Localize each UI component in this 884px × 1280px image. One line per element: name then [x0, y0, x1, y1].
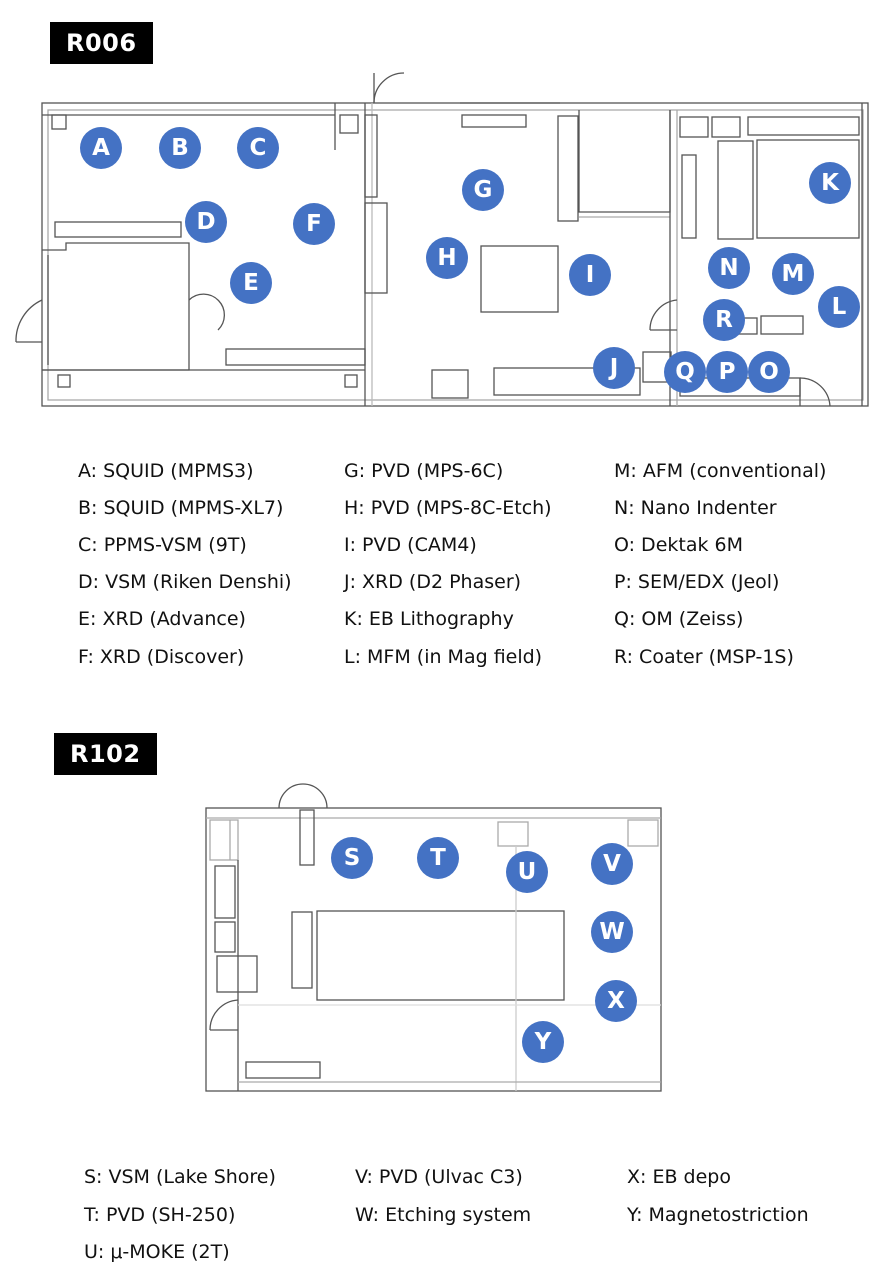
room-label-r006: R006	[50, 22, 153, 64]
svg-text:M: M	[782, 261, 805, 287]
svg-text:Q: Q	[675, 359, 695, 385]
svg-text:T: T	[430, 845, 446, 871]
svg-text:F: F	[306, 211, 322, 237]
marker-b: B	[159, 127, 201, 169]
marker-p: P	[706, 351, 748, 393]
svg-text:S: S	[344, 845, 361, 871]
room-label-r102: R102	[54, 733, 157, 775]
legend-item-b: B: SQUID (MPMS-XL7)	[78, 497, 284, 519]
floor-plan-r102	[205, 783, 662, 1092]
svg-text:R: R	[715, 307, 733, 333]
svg-text:W: W	[599, 919, 624, 945]
marker-i: I	[569, 254, 611, 296]
svg-text:K: K	[821, 170, 840, 196]
legend-item-e: E: XRD (Advance)	[78, 608, 246, 630]
legend-item-r: R: Coater (MSP-1S)	[614, 646, 794, 668]
marker-x: X	[595, 980, 637, 1022]
marker-y: Y	[522, 1021, 564, 1063]
svg-text:I: I	[586, 262, 595, 288]
marker-v: V	[591, 843, 633, 885]
marker-j: J	[593, 347, 635, 389]
svg-text:E: E	[243, 270, 259, 296]
svg-text:X: X	[607, 988, 625, 1014]
svg-text:C: C	[250, 135, 267, 161]
svg-text:A: A	[92, 135, 110, 161]
legend-item-d: D: VSM (Riken Denshi)	[78, 571, 292, 593]
svg-text:Y: Y	[534, 1029, 552, 1055]
marker-l: L	[818, 286, 860, 328]
svg-text:V: V	[603, 851, 621, 877]
legend-item-n: N: Nano Indenter	[614, 497, 777, 519]
legend-item-p: P: SEM/EDX (Jeol)	[614, 571, 780, 593]
legend-item-q: Q: OM (Zeiss)	[614, 608, 744, 630]
marker-f: F	[293, 203, 335, 245]
svg-text:L: L	[832, 294, 847, 320]
marker-h: H	[426, 237, 468, 279]
legend-item-l: L: MFM (in Mag field)	[344, 646, 543, 668]
svg-text:P: P	[719, 359, 736, 385]
svg-text:B: B	[171, 135, 189, 161]
legend-item-g: G: PVD (MPS-6C)	[344, 460, 504, 482]
marker-g: G	[462, 169, 504, 211]
legend-item-i: I: PVD (CAM4)	[344, 534, 477, 556]
marker-m: M	[772, 253, 814, 295]
legend-item-x: X: EB depo	[627, 1166, 731, 1188]
svg-text:J: J	[608, 355, 619, 381]
legend-item-t: T: PVD (SH-250)	[84, 1204, 236, 1226]
marker-o: O	[748, 351, 790, 393]
marker-s: S	[331, 837, 373, 879]
marker-w: W	[591, 911, 633, 953]
legend-item-c: C: PPMS-VSM (9T)	[78, 534, 247, 556]
marker-e: E	[230, 262, 272, 304]
floor-plan-r006	[15, 72, 869, 407]
legend-item-j: J: XRD (D2 Phaser)	[344, 571, 522, 593]
marker-r: R	[703, 299, 745, 341]
marker-q: Q	[664, 351, 706, 393]
legend-item-a: A: SQUID (MPMS3)	[78, 460, 254, 482]
legend-item-y: Y: Magnetostriction	[627, 1204, 809, 1226]
legend-item-f: F: XRD (Discover)	[78, 646, 245, 668]
marker-d: D	[185, 201, 227, 243]
svg-text:N: N	[719, 255, 738, 281]
legend-item-m: M: AFM (conventional)	[614, 460, 827, 482]
legend-item-s: S: VSM (Lake Shore)	[84, 1166, 276, 1188]
marker-a: A	[80, 127, 122, 169]
marker-k: K	[809, 162, 851, 204]
legend-item-w: W: Etching system	[355, 1204, 532, 1226]
legend-item-u: U: μ-MOKE (2T)	[84, 1241, 230, 1263]
svg-text:D: D	[196, 209, 215, 235]
legend-item-v: V: PVD (Ulvac C3)	[355, 1166, 523, 1188]
svg-text:U: U	[518, 859, 537, 885]
legend-item-h: H: PVD (MPS-8C-Etch)	[344, 497, 552, 519]
svg-text:G: G	[474, 177, 493, 203]
svg-text:H: H	[437, 245, 456, 271]
legend-item-o: O: Dektak 6M	[614, 534, 744, 556]
legend-item-k: K: EB Lithography	[344, 608, 514, 630]
svg-text:O: O	[759, 359, 779, 385]
marker-t: T	[417, 837, 459, 879]
marker-c: C	[237, 127, 279, 169]
marker-u: U	[506, 851, 548, 893]
marker-n: N	[708, 247, 750, 289]
